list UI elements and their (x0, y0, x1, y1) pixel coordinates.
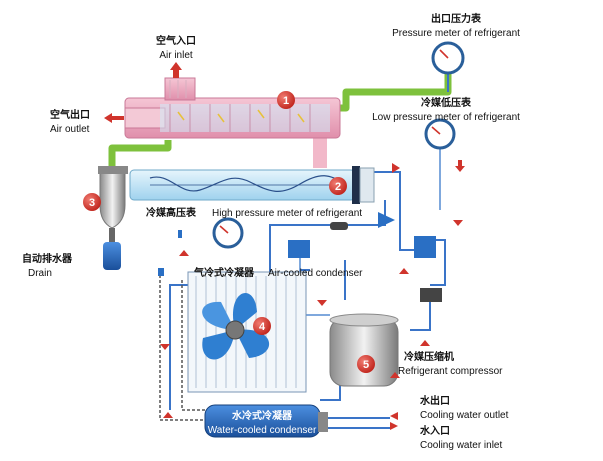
svg-text:冷媒压缩机: 冷媒压缩机 (404, 350, 454, 363)
expansion-valve (158, 212, 442, 302)
svg-text:Air outlet: Air outlet (50, 124, 90, 135)
label-water-outlet: 水出口 Cooling water outlet (419, 394, 509, 421)
outlet-pressure-gauge (431, 41, 465, 92)
flow-arrows (104, 62, 465, 430)
label-water-condenser: 水冷式冷凝器 Water-cooled condenser (208, 409, 317, 436)
label-compressor: 冷媒压缩机 Refrigerant compressor (398, 350, 503, 377)
svg-text:Drain: Drain (28, 268, 52, 279)
badge-4: 4 (253, 317, 271, 335)
arrow-icon (170, 62, 182, 78)
svg-text:Cooling water outlet: Cooling water outlet (420, 410, 509, 421)
label-low-gauge: 冷媒低压表 Low pressure meter of refrigerant (372, 96, 520, 123)
svg-text:5: 5 (363, 359, 369, 371)
high-pressure-gauge (212, 217, 244, 249)
label-outlet-gauge: 出口压力表 Pressure meter of refrigerant (392, 12, 520, 39)
svg-text:冷媒低压表: 冷媒低压表 (421, 96, 472, 109)
arrow-icon (390, 412, 398, 420)
badge-1: 1 (277, 91, 295, 109)
svg-text:1: 1 (283, 95, 289, 107)
label-water-inlet: 水入口 Cooling water inlet (419, 424, 502, 451)
evaporator-exchanger (129, 166, 375, 204)
svg-text:High pressure meter of refrige: High pressure meter of refrigerant (212, 208, 362, 219)
arrow-icon (453, 220, 463, 226)
svg-text:3: 3 (89, 197, 95, 209)
svg-text:出口压力表: 出口压力表 (431, 12, 482, 25)
arrow-icon (420, 340, 430, 346)
arrow-icon (317, 300, 327, 306)
arrow-icon (163, 412, 173, 418)
svg-text:Water-cooled condenser: Water-cooled condenser (208, 425, 317, 436)
arrow-icon (104, 113, 124, 123)
svg-text:水入口: 水入口 (419, 424, 450, 437)
arrow-icon (455, 160, 465, 172)
label-drain: 自动排水器 Drain (22, 252, 73, 279)
svg-text:自动排水器: 自动排水器 (22, 252, 73, 265)
label-air-condenser: 气冷式冷凝器 Air-cooled condenser (193, 266, 363, 279)
fan-icon (202, 292, 270, 360)
svg-text:Air-cooled condenser: Air-cooled condenser (268, 268, 363, 279)
svg-text:气冷式冷凝器: 气冷式冷凝器 (193, 266, 255, 279)
svg-text:Cooling water inlet: Cooling water inlet (420, 440, 502, 451)
refrigerant-compressor (329, 313, 399, 387)
svg-text:Refrigerant compressor: Refrigerant compressor (398, 366, 503, 377)
water-cooled-condenser (204, 404, 328, 438)
svg-text:冷媒高压表: 冷媒高压表 (146, 206, 197, 219)
svg-text:2: 2 (335, 181, 341, 193)
svg-text:4: 4 (259, 321, 266, 333)
arrow-icon (392, 163, 400, 173)
air-cooled-condenser (187, 271, 307, 393)
arrow-icon (160, 344, 170, 350)
svg-text:空气出口: 空气出口 (50, 108, 90, 121)
badge-2: 2 (329, 177, 347, 195)
svg-text:Air inlet: Air inlet (159, 50, 193, 61)
svg-text:Low pressure meter of refriger: Low pressure meter of refrigerant (372, 112, 520, 123)
svg-text:Pressure meter of refrigerant: Pressure meter of refrigerant (392, 28, 520, 39)
arrow-icon (399, 268, 409, 274)
arrow-icon (390, 372, 400, 378)
badge-3: 3 (83, 193, 101, 211)
arrow-icon (390, 422, 398, 430)
svg-text:水出口: 水出口 (419, 394, 450, 407)
label-high-gauge: 冷媒高压表 High pressure meter of refrigerant (146, 206, 362, 219)
badge-5: 5 (357, 355, 375, 373)
low-pressure-gauge (424, 118, 456, 150)
label-air-outlet: 空气出口 Air outlet (50, 108, 90, 135)
pre-cooler-exchanger (124, 77, 341, 139)
svg-text:空气入口: 空气入口 (156, 34, 196, 47)
arrow-icon (179, 250, 189, 256)
water-separator (98, 166, 128, 270)
label-air-inlet: 空气入口 Air inlet (156, 34, 196, 61)
svg-text:水冷式冷凝器: 水冷式冷凝器 (231, 409, 293, 422)
